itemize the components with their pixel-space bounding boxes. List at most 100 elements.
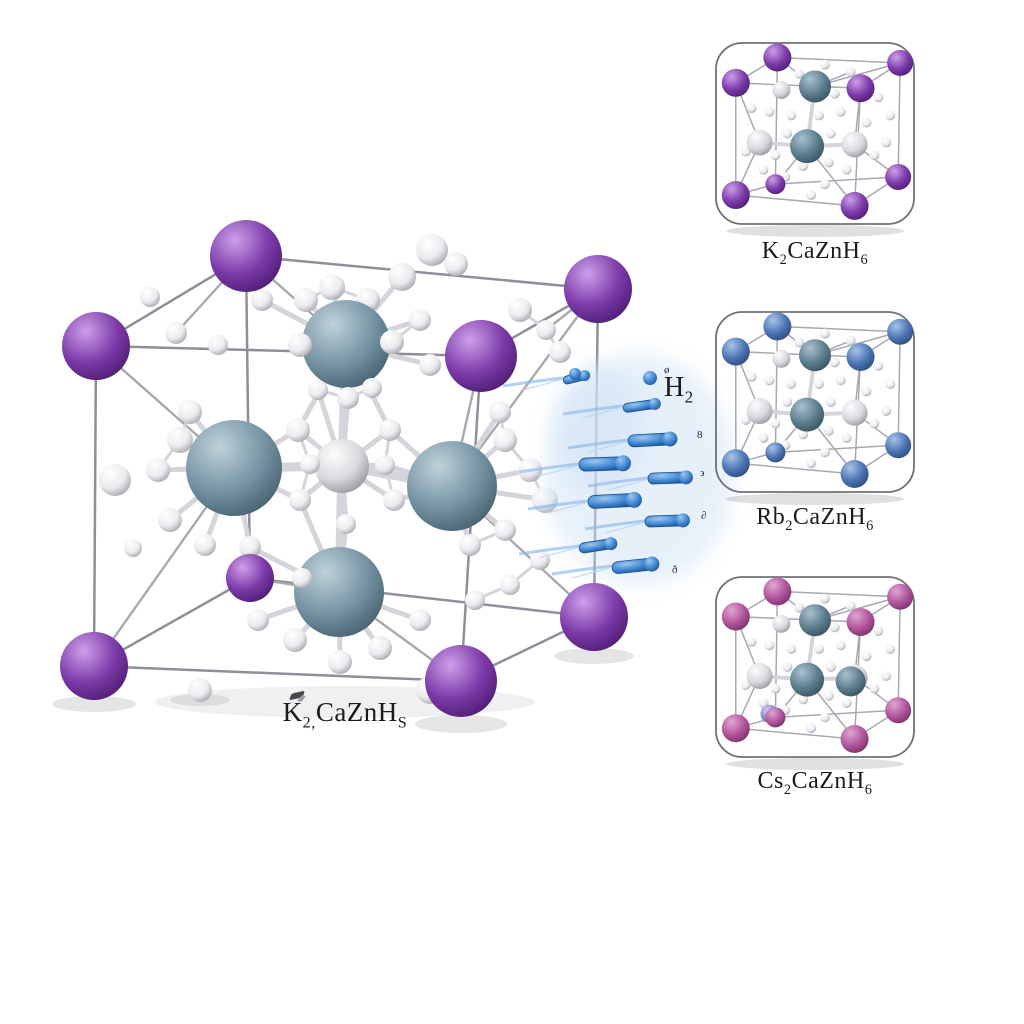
bond-line xyxy=(774,590,779,719)
hydrogen-atom xyxy=(794,337,805,348)
alkali-corner-atom xyxy=(765,174,786,195)
hydrogen-atom xyxy=(508,298,532,322)
hydrogen-atom xyxy=(740,415,751,425)
frame-edge xyxy=(244,254,600,291)
potassium-atom xyxy=(210,220,282,292)
hydrogen-atom xyxy=(806,190,817,201)
alkali-corner-atom xyxy=(885,163,912,190)
potassium-atom xyxy=(60,632,128,700)
hydrogen-atom xyxy=(829,357,840,368)
alkali-corner-atom xyxy=(721,449,750,478)
formula-subscript: 2, xyxy=(302,713,316,732)
cell-frame xyxy=(715,42,915,225)
hydrogen-atom xyxy=(194,534,216,556)
hydrogen-atom xyxy=(770,683,781,694)
artifact-glyph: 8 xyxy=(697,429,703,441)
motion-trail xyxy=(584,519,646,531)
formula-base: K xyxy=(282,697,303,727)
alkali-corner-atom xyxy=(887,49,914,76)
calcium-zinc-atom xyxy=(799,70,831,103)
alkali-corner-atom xyxy=(885,432,912,459)
cell-frame xyxy=(715,576,915,758)
ground-shadow xyxy=(725,493,905,505)
hydrogen-atom xyxy=(549,341,571,363)
ground-shadow xyxy=(415,715,507,733)
hydrogen-atom xyxy=(158,508,182,532)
motion-trail xyxy=(587,440,629,453)
hydrogen-atom xyxy=(500,575,520,595)
hydrogen-atom xyxy=(845,335,856,346)
calcium-zinc-atom xyxy=(790,129,825,164)
ground-shadow xyxy=(725,758,905,770)
artifact-glyph: ð xyxy=(672,564,678,576)
hydrogen-atom xyxy=(288,333,312,357)
formula-subscript: 2 xyxy=(785,517,793,534)
potassium-atom xyxy=(425,645,497,717)
motion-trail xyxy=(538,464,580,477)
hydrogen-atom xyxy=(823,157,834,168)
hydrogen-atom xyxy=(819,328,830,339)
hydrogen-atom xyxy=(881,671,892,681)
hydrogen-atom xyxy=(208,335,228,355)
hydrogen-atom xyxy=(841,164,852,175)
bond-line xyxy=(735,727,856,740)
hydride-atom xyxy=(746,663,773,689)
hydrogen-atom xyxy=(409,609,431,631)
hydrogen-atom xyxy=(746,636,757,647)
calcium-zinc-atom xyxy=(799,604,831,637)
hydrogen-atom xyxy=(829,88,840,99)
hydrogen-atom xyxy=(806,458,817,469)
alkali-corner-atom xyxy=(721,714,750,743)
cell-frame xyxy=(715,311,915,493)
hydrogen-atom xyxy=(740,680,751,690)
frame-edge xyxy=(244,254,252,580)
central-hydride-atom xyxy=(315,439,369,493)
motion-trail xyxy=(607,478,649,491)
formula-subscript: 6 xyxy=(864,781,873,798)
hydrogen-atom xyxy=(746,371,757,382)
hydrogen-atom xyxy=(99,464,131,496)
hydrogen-atom xyxy=(380,330,404,354)
hydrogen-atom xyxy=(337,387,359,409)
alkali-corner-atom xyxy=(840,725,869,753)
hydrogen-atom xyxy=(247,609,269,631)
bond-line xyxy=(774,56,779,185)
hydrogen-atom xyxy=(869,150,880,161)
hydrogen-atom xyxy=(178,400,202,424)
alkali-corner-atom xyxy=(840,191,869,220)
hydrogen-atom xyxy=(806,723,817,734)
h2-capsule-end xyxy=(604,537,618,551)
hydrogen-atom xyxy=(873,626,884,636)
bond-line xyxy=(735,462,856,475)
h2-molecule xyxy=(578,455,631,472)
hydrogen-atom xyxy=(835,375,846,386)
frame-edge xyxy=(92,664,463,683)
hydrogen-atom xyxy=(494,519,516,541)
h2-molecule xyxy=(622,397,661,413)
h2-release-stream: ø8϶∂ð xyxy=(502,355,735,585)
hydrogen-atom xyxy=(368,636,392,660)
hydrogen-atom xyxy=(493,428,517,452)
hydrogen-atom xyxy=(308,380,328,400)
h2-capsule-end xyxy=(678,470,693,485)
bond-line xyxy=(735,82,862,89)
hydrogen-atom xyxy=(140,287,160,307)
formula-base: K xyxy=(761,238,780,264)
potassium-atom xyxy=(564,255,632,323)
hydrogen-atom xyxy=(823,690,834,701)
hydrogen-atom xyxy=(409,309,431,331)
potassium-atom xyxy=(560,583,628,651)
ground-shadow xyxy=(554,648,634,664)
h2-capsule-end xyxy=(662,431,678,447)
mini-unit-cell-magenta xyxy=(715,576,915,770)
hydrogen-atom xyxy=(798,429,809,440)
hydrogen-atom xyxy=(530,550,550,570)
hydrogen-atom xyxy=(873,92,884,103)
hydrogen-atom xyxy=(319,274,345,300)
hydrogen-atom xyxy=(300,454,320,474)
hydride-atom xyxy=(841,399,868,426)
hydrogen-atom xyxy=(124,539,142,557)
h2-molecule xyxy=(611,556,660,574)
hydrogen-atom xyxy=(167,427,193,453)
bond-line xyxy=(776,325,901,333)
